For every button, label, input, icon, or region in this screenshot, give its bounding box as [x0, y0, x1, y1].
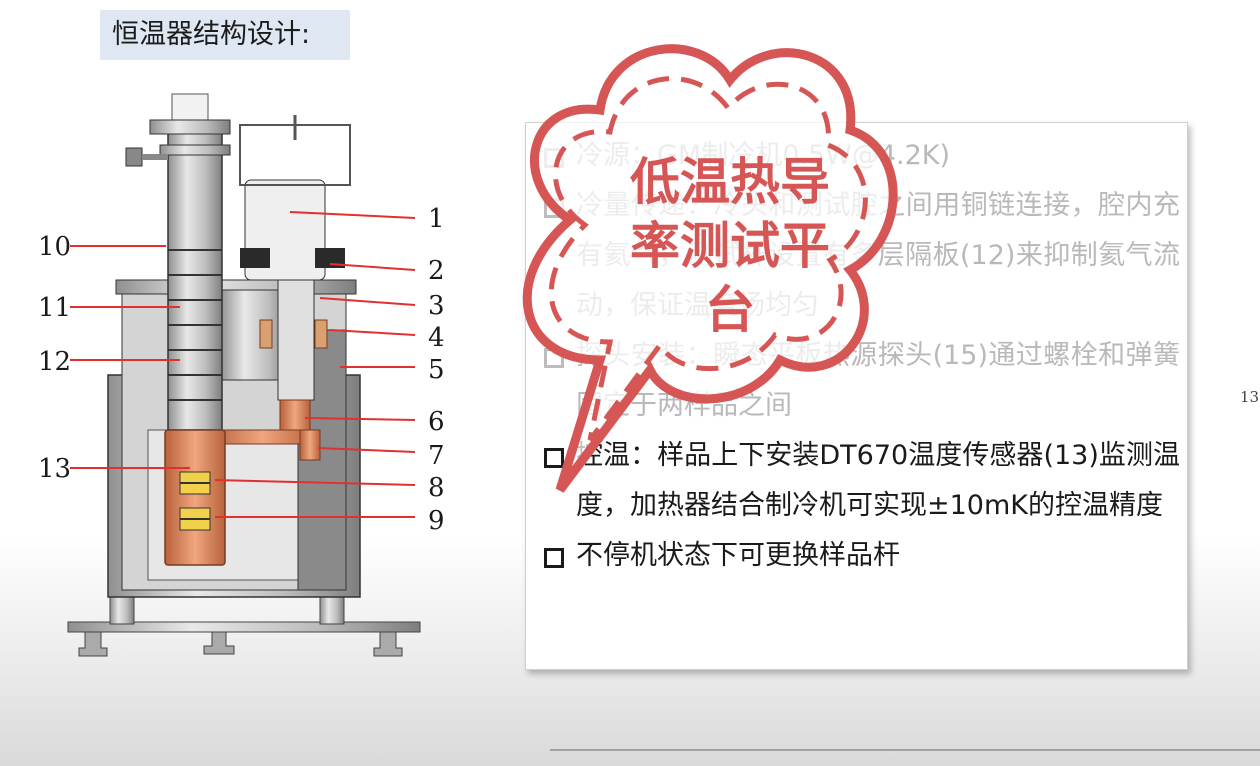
- tube-cap: [171, 93, 209, 125]
- bullet-text: 不停机状态下可更换样品杆: [576, 540, 900, 571]
- footer-divider: [550, 749, 1260, 751]
- label-2: 2: [428, 256, 445, 286]
- label-12: 12: [38, 347, 71, 377]
- label-8: 8: [428, 473, 445, 503]
- sample-holder: [164, 429, 226, 566]
- page-number: 13: [1240, 388, 1260, 406]
- label-1: 1: [428, 204, 445, 234]
- label-13: 13: [38, 454, 71, 484]
- label-9: 9: [428, 506, 445, 536]
- stand-base: [67, 621, 421, 633]
- checkbox-square-icon: [544, 548, 564, 568]
- sample-tube: [167, 129, 223, 431]
- label-3: 3: [428, 291, 445, 321]
- callout-cloud: [522, 44, 898, 493]
- callout-line-2: 率测试平: [630, 217, 830, 275]
- foot-mid: [203, 631, 235, 655]
- cold-finger: [277, 279, 315, 401]
- cloud-outline: [522, 44, 898, 493]
- label-10: 10: [38, 232, 71, 262]
- bullet-text: 控温：样品上下安装DT670温度传感器(13)监测温度，加热器结合制冷机可实现±…: [576, 440, 1180, 521]
- callout-line-3: 台: [705, 281, 755, 339]
- cryostat-diagram: 1 2 3 4 5 6 7 8 9 10 11 12 13: [38, 93, 445, 657]
- callout-text: 低温热导 率测试平 台: [600, 150, 860, 342]
- foot-right: [373, 631, 403, 657]
- baffles: [168, 249, 222, 401]
- label-11: 11: [38, 293, 71, 323]
- label-4: 4: [428, 323, 445, 353]
- copper-stage: [279, 399, 311, 431]
- label-7: 7: [428, 441, 445, 471]
- label-6: 6: [428, 407, 445, 437]
- foot-left: [78, 631, 108, 657]
- cloud-inner-dash: [548, 76, 868, 442]
- callout-line-1: 低温热导: [630, 153, 830, 211]
- slide-title: 恒温器结构设计:: [100, 10, 350, 60]
- bullet-temp-control: 控温：样品上下安装DT670温度传感器(13)监测温度，加热器结合制冷机可实现±…: [540, 431, 1180, 531]
- checkbox-square-icon: [544, 448, 564, 468]
- bullet-sample-swap: 不停机状态下可更换样品杆: [540, 531, 1180, 581]
- label-5: 5: [428, 355, 445, 385]
